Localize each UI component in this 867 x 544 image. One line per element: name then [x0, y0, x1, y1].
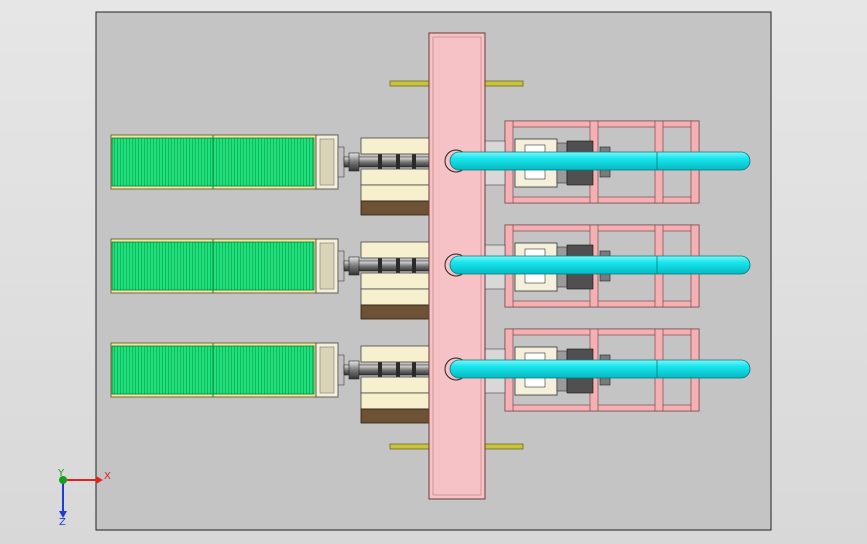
shaft-ring [378, 362, 382, 378]
conveyor-head-inner [319, 242, 335, 290]
gear-housing-bottom [360, 272, 430, 290]
conveyor-head-inner [319, 138, 335, 186]
base-housing [360, 288, 430, 306]
shaft-collar [348, 152, 360, 172]
y-axis-label: Y [57, 468, 65, 479]
pump-window [524, 376, 546, 388]
x-axis-label: X [104, 471, 111, 482]
shaft-collar [348, 360, 360, 380]
line-1 [110, 120, 700, 216]
conveyor-head-inner [319, 346, 335, 394]
base-housing [360, 392, 430, 410]
y-axis-dot [59, 476, 67, 484]
coordinate-triad: X Y Z [57, 468, 111, 528]
pump-window [524, 272, 546, 284]
pipe-2 [444, 253, 751, 277]
pipe-body [449, 359, 751, 379]
gear-housing-top [360, 345, 430, 363]
z-axis-arrowhead [59, 511, 67, 518]
frame-rail-top [504, 120, 700, 128]
shaft-ring [378, 258, 382, 274]
shaft-ring [378, 154, 382, 170]
gear-housing-top [360, 137, 430, 155]
shaft-ring [412, 362, 416, 378]
base-housing [360, 184, 430, 202]
shaft-ring [396, 154, 400, 170]
frame-rail-bottom [504, 300, 700, 308]
coupling-plate [337, 250, 345, 282]
shaft-ring [412, 154, 416, 170]
coupling-plate [337, 354, 345, 386]
gear-housing-top [360, 241, 430, 259]
x-axis-arrowhead [96, 476, 103, 484]
shaft-ring [412, 258, 416, 274]
frame-rail-top [504, 224, 700, 232]
frame-rail-top [504, 328, 700, 336]
z-axis-label: Z [59, 517, 66, 528]
gear-housing-bottom [360, 376, 430, 394]
shaft-ring [396, 258, 400, 274]
shaft-ring [396, 362, 400, 378]
frame-rail-bottom [504, 196, 700, 204]
coupling-plate [337, 146, 345, 178]
pipe-3 [444, 357, 751, 381]
pipes [444, 149, 751, 381]
gear-housing-bottom [360, 168, 430, 186]
pipe-body [449, 151, 751, 171]
shaft-collar [348, 256, 360, 276]
base-plate [360, 304, 430, 320]
pump-window [524, 168, 546, 180]
frame-rail-bottom [504, 404, 700, 412]
pipe-body [449, 255, 751, 275]
base-plate [360, 408, 430, 424]
base-plate [360, 200, 430, 216]
pipe-1 [444, 149, 751, 173]
